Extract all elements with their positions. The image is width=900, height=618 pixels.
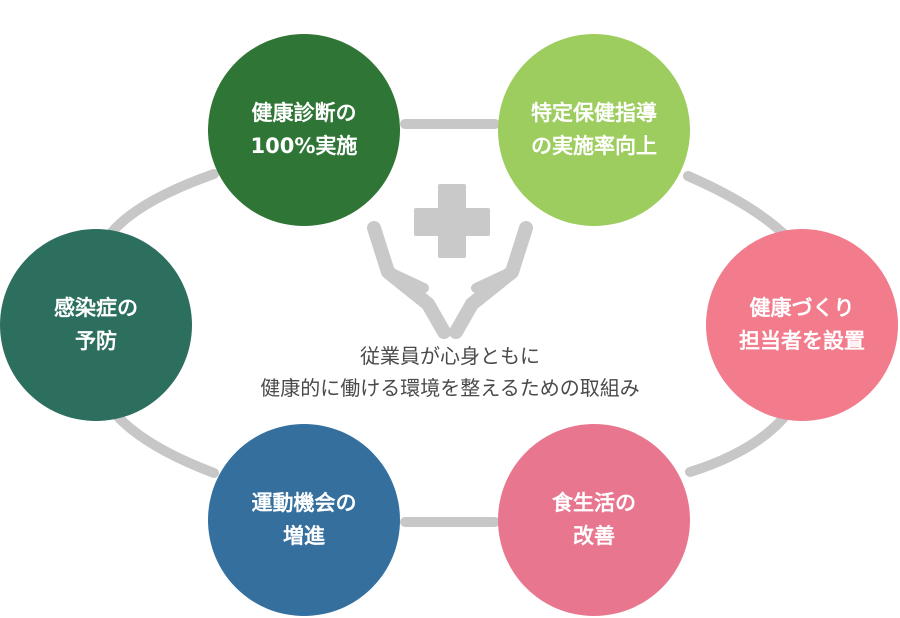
node-exercise-opportunity: 運動機会の 増進 (208, 424, 400, 616)
node-line: 増進 (283, 524, 325, 548)
node-line: 健康づくり (749, 296, 855, 320)
node-diet-improvement: 食生活の 改善 (498, 424, 690, 616)
center-caption-line: 従業員が心身ともに (360, 344, 540, 368)
node-line: の実施率向上 (531, 134, 657, 158)
node-line: 感染症の (54, 296, 138, 320)
cross-and-hands-icon (367, 184, 533, 339)
node-line: 食生活の (552, 491, 636, 515)
node-health-checkup: 健康診断の 100%実施 (208, 34, 400, 226)
node-line: 担当者を設置 (739, 329, 865, 353)
node-line: 運動機会の (251, 491, 357, 515)
node-line: 健康診断の (251, 101, 357, 125)
node-specific-health-guidance: 特定保健指導 の実施率向上 (498, 34, 690, 226)
node-health-staff: 健康づくり 担当者を設置 (706, 229, 898, 421)
center-caption: 従業員が心身ともに 健康的に働ける環境を整えるための取組み (190, 340, 710, 404)
center-caption-line: 健康的に働ける環境を整えるための取組み (260, 376, 640, 400)
node-line: 改善 (573, 524, 615, 548)
node-infection-prevention: 感染症の 予防 (0, 229, 192, 421)
node-line: 100%実施 (250, 134, 358, 158)
node-line: 特定保健指導 (531, 101, 657, 125)
node-line: 予防 (75, 329, 117, 353)
